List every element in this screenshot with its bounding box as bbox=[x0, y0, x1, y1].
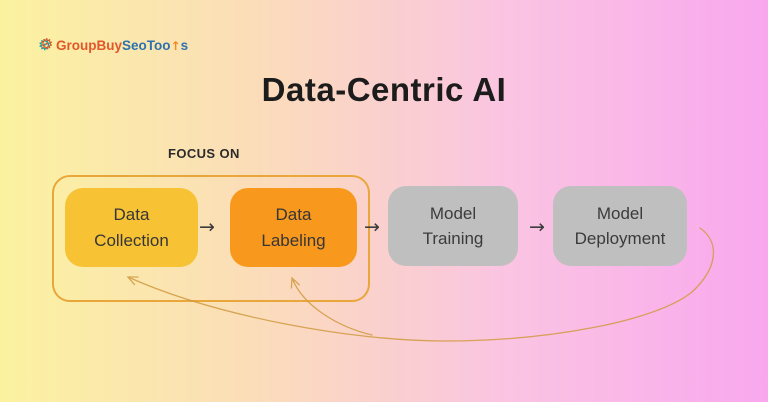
logo-text-groupbuy: GroupBuy bbox=[56, 37, 122, 53]
focus-on-label: FOCUS ON bbox=[168, 146, 240, 161]
gear-icon: ⚙ ⚙ bbox=[38, 36, 54, 54]
step-label-line2: Training bbox=[422, 229, 484, 248]
right-arrow-icon: → bbox=[199, 216, 215, 238]
right-arrow-icon: → bbox=[529, 216, 545, 238]
step-label-line1: Data bbox=[275, 205, 312, 224]
step-label-line1: Model bbox=[429, 203, 477, 223]
step-label-line1: Data bbox=[113, 205, 150, 224]
step-label-line2: Labeling bbox=[261, 230, 326, 250]
flow-step-model-training: Model Training bbox=[388, 186, 518, 266]
logo: ⚙ ⚙ GroupBuySeoToo↑s bbox=[38, 36, 188, 54]
right-arrow-icon: → bbox=[364, 216, 380, 238]
logo-text-seotoo: SeoToo bbox=[122, 37, 171, 53]
step-label-line1: Model bbox=[596, 203, 644, 223]
flow-step-model-deployment: Model Deployment bbox=[553, 186, 687, 266]
page-title: Data-Centric AI bbox=[261, 71, 507, 108]
step-label-line2: Deployment bbox=[574, 229, 666, 248]
flow-step-data-collection: Data Collection bbox=[65, 188, 198, 267]
flow-step-data-labeling: Data Labeling bbox=[230, 188, 357, 267]
logo-text-s: s bbox=[180, 37, 189, 53]
logo-up-arrow-icon: ↑ bbox=[170, 38, 181, 53]
step-label-line2: Collection bbox=[94, 230, 169, 250]
logo-text: GroupBuySeoToo↑s bbox=[56, 38, 188, 53]
